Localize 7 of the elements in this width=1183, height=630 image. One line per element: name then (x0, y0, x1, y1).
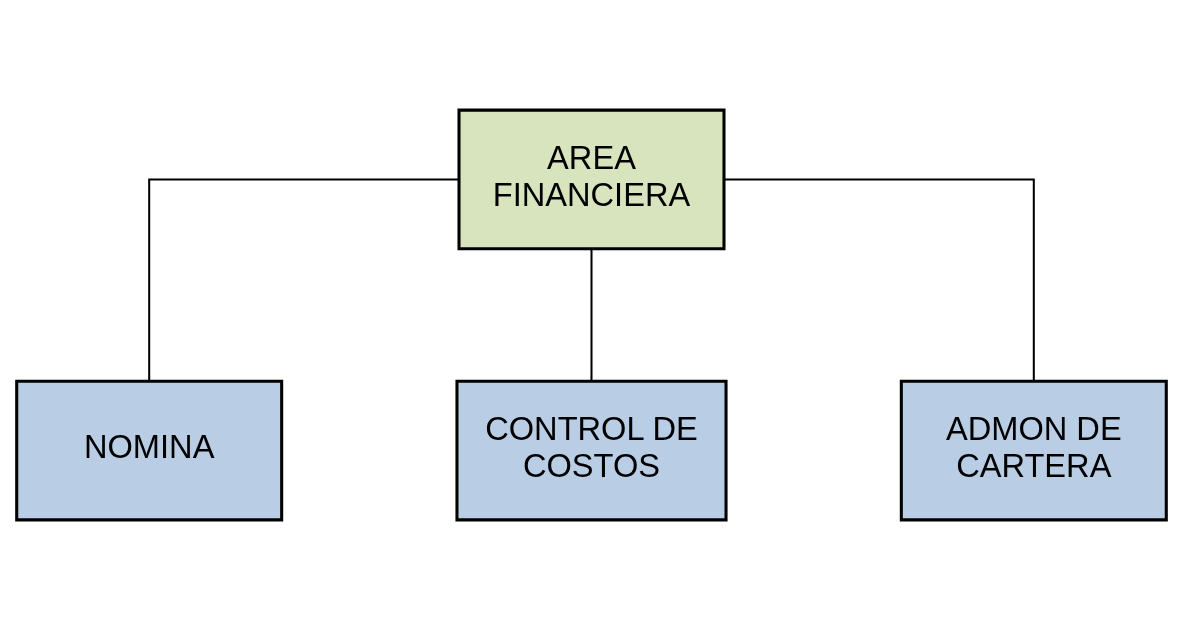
connector (590, 249, 593, 381)
node-box: CONTROL DE COSTOS (455, 379, 728, 522)
connector (724, 178, 1035, 381)
connector (148, 178, 459, 381)
node-box: ADMON DE CARTERA (899, 379, 1168, 522)
node-box: NOMINA (15, 379, 284, 522)
node-box: AREA FINANCIERA (457, 108, 726, 251)
